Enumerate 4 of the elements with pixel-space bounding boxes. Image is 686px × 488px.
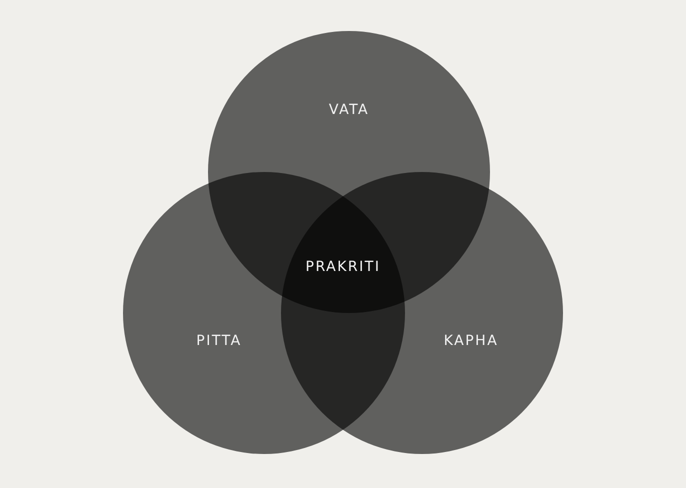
center-label: PRAKRITI — [306, 259, 380, 275]
circle-label: PITTA — [196, 333, 242, 349]
circle-label: VATA — [328, 102, 370, 118]
circle-label: KAPHA — [444, 333, 498, 349]
